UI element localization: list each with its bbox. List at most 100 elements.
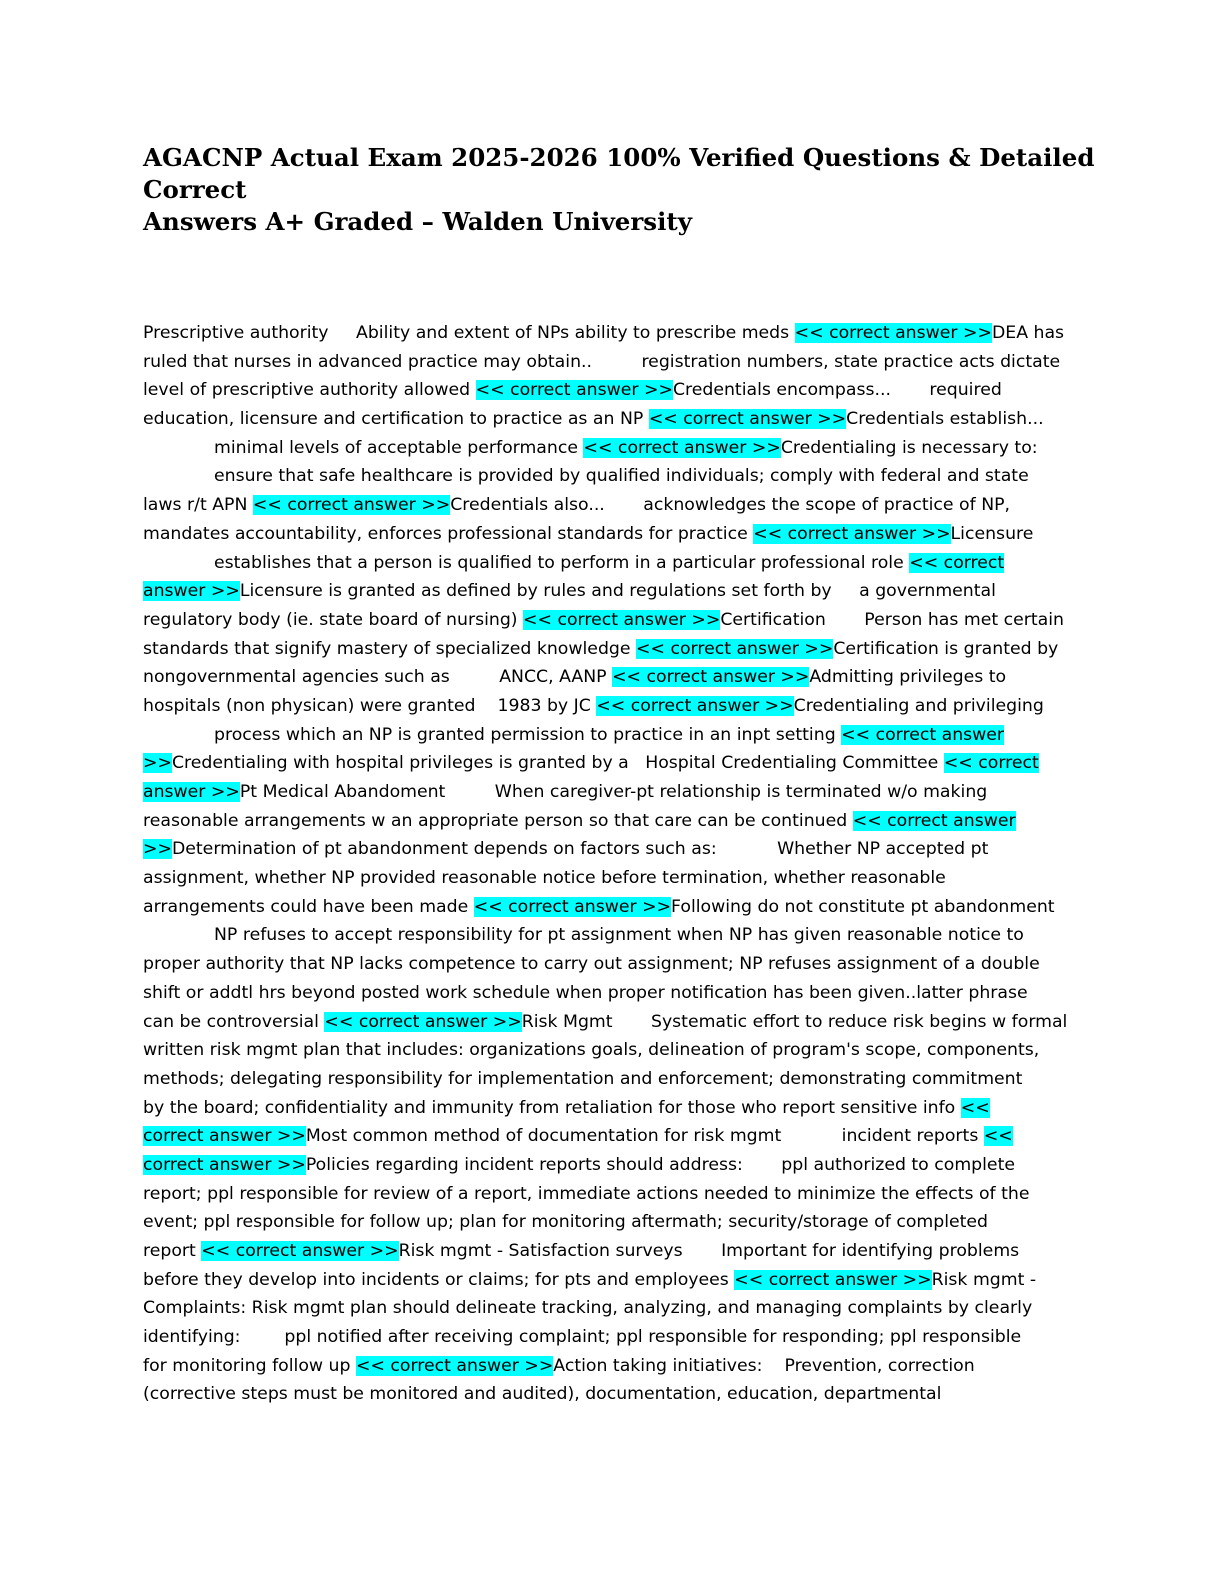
text-segment: regulatory body (ie. state board of nurs… xyxy=(143,609,524,630)
answer-highlight: << correct answer >> xyxy=(596,695,794,716)
text-line: minimal levels of acceptable performance… xyxy=(143,434,1093,463)
text-line: can be controversial << correct answer >… xyxy=(143,1008,1093,1037)
text-segment: Credentials establish... xyxy=(846,409,1044,430)
text-line: education, licensure and certification t… xyxy=(143,405,1093,434)
answer-highlight: answer >> xyxy=(143,782,240,802)
text-segment: Certification is granted by xyxy=(833,638,1059,659)
text-segment: Complaints: Risk mgmt plan should deline… xyxy=(143,1298,1033,1319)
text-segment: assignment, whether NP provided reasonab… xyxy=(143,868,946,889)
answer-highlight: << correct answer >> xyxy=(252,495,451,516)
text-segment: Risk Mgmt Systematic effort to reduce ri… xyxy=(521,1011,1068,1032)
title-line-2: Answers A+ Graded – Walden University xyxy=(143,207,692,236)
text-line: arrangements could have been made << cor… xyxy=(143,893,1093,922)
answer-highlight: << correct answer >> xyxy=(355,1355,554,1376)
text-segment: before they develop into incidents or cl… xyxy=(143,1269,735,1290)
text-line: assignment, whether NP provided reasonab… xyxy=(143,864,1093,893)
answer-highlight: << correct xyxy=(909,552,1005,573)
text-segment: education, licensure and certification t… xyxy=(143,409,649,430)
text-line: methods; delegating responsibility for i… xyxy=(143,1065,1093,1094)
answer-highlight: << correct answer >> xyxy=(648,409,847,430)
text-line: event; ppl responsible for follow up; pl… xyxy=(143,1208,1093,1237)
text-segment: report xyxy=(143,1241,202,1261)
answer-highlight: << correct answer >> xyxy=(201,1241,399,1261)
text-line: ruled that nurses in advanced practice m… xyxy=(143,348,1093,377)
text-segment: for monitoring follow up xyxy=(143,1355,356,1376)
text-line: identifying: ppl notified after receivin… xyxy=(143,1323,1093,1352)
text-line: Complaints: Risk mgmt plan should deline… xyxy=(143,1294,1093,1323)
answer-highlight: << correct answer xyxy=(841,724,1005,745)
text-segment: establishes that a person is qualified t… xyxy=(214,552,910,573)
text-segment: report; ppl responsible for review of a … xyxy=(143,1183,1030,1204)
text-segment: minimal levels of acceptable performance xyxy=(214,437,584,458)
text-line: proper authority that NP lacks competenc… xyxy=(143,950,1093,979)
text-line: report << correct answer >>Risk mgmt - S… xyxy=(143,1237,1093,1266)
text-line: shift or addtl hrs beyond posted work sc… xyxy=(143,979,1093,1008)
text-segment: Action taking initiatives: Prevention, c… xyxy=(553,1355,975,1376)
answer-highlight: << xyxy=(960,1097,990,1118)
text-segment: identifying: ppl notified after receivin… xyxy=(143,1327,1022,1348)
text-line: nongovernmental agencies such as ANCC, A… xyxy=(143,663,1093,692)
text-line: answer >>Licensure is granted as defined… xyxy=(143,577,1093,606)
text-line: correct answer >>Most common method of d… xyxy=(143,1122,1093,1151)
text-line: Prescriptive authority Ability and exten… xyxy=(143,319,1093,348)
text-segment: arrangements could have been made xyxy=(143,896,474,917)
text-line: correct answer >>Policies regarding inci… xyxy=(143,1151,1093,1180)
answer-highlight: << correct answer >> xyxy=(794,323,992,343)
text-segment: DEA has xyxy=(991,323,1065,343)
text-segment: Policies regarding incident reports shou… xyxy=(305,1154,1015,1175)
text-line: reasonable arrangements w an appropriate… xyxy=(143,807,1093,836)
text-segment: Most common method of documentation for … xyxy=(305,1126,984,1147)
text-line: hospitals (non physican) were granted 19… xyxy=(143,692,1093,721)
text-segment: Certification Person has met certain xyxy=(720,609,1064,630)
answer-highlight: << correct answer >> xyxy=(734,1269,932,1290)
text-segment: Credentialing is necessary to: xyxy=(780,437,1038,458)
text-line: by the board; confidentiality and immuni… xyxy=(143,1094,1093,1123)
text-line: level of prescriptive authority allowed … xyxy=(143,376,1093,405)
text-segment: standards that signify mastery of specia… xyxy=(143,638,637,659)
text-line: process which an NP is granted permissio… xyxy=(143,721,1093,750)
text-segment: hospitals (non physican) were granted 19… xyxy=(143,695,597,716)
text-line: establishes that a person is qualified t… xyxy=(143,549,1093,578)
answer-highlight: << correct xyxy=(943,753,1039,774)
text-segment: ensure that safe healthcare is provided … xyxy=(214,466,1029,487)
answer-highlight: >> xyxy=(143,839,172,860)
answer-highlight: << correct answer >> xyxy=(753,523,951,544)
text-line: ensure that safe healthcare is provided … xyxy=(143,462,1093,491)
text-line: for monitoring follow up << correct answ… xyxy=(143,1352,1093,1381)
text-line: answer >>Pt Medical Abandoment When care… xyxy=(143,778,1093,807)
text-segment: Credentials encompass... required xyxy=(672,380,1002,401)
text-segment: Prescriptive authority Ability and exten… xyxy=(143,323,795,343)
text-segment: process which an NP is granted permissio… xyxy=(214,724,842,745)
text-segment: shift or addtl hrs beyond posted work sc… xyxy=(143,982,1028,1003)
text-segment: methods; delegating responsibility for i… xyxy=(143,1068,1023,1089)
text-segment: Determination of pt abandonment depends … xyxy=(171,839,989,860)
text-segment: proper authority that NP lacks competenc… xyxy=(143,954,1040,975)
text-line: NP refuses to accept responsibility for … xyxy=(143,921,1093,950)
text-segment: NP refuses to accept responsibility for … xyxy=(214,925,1024,946)
title-line-1: AGACNP Actual Exam 2025-2026 100% Verifi… xyxy=(143,143,1095,204)
answer-highlight: << correct answer xyxy=(852,810,1016,831)
text-line: (corrective steps must be monitored and … xyxy=(143,1380,1093,1409)
text-segment: can be controversial xyxy=(143,1011,325,1032)
text-segment: event; ppl responsible for follow up; pl… xyxy=(143,1212,989,1233)
answer-highlight: correct answer >> xyxy=(143,1126,306,1147)
text-segment: nongovernmental agencies such as ANCC, A… xyxy=(143,667,613,688)
answer-highlight: correct answer >> xyxy=(143,1154,306,1175)
answer-highlight: << xyxy=(983,1126,1013,1147)
text-segment: mandates accountability, enforces profes… xyxy=(143,523,754,544)
answer-highlight: << correct answer >> xyxy=(612,667,810,688)
document-title: AGACNP Actual Exam 2025-2026 100% Verifi… xyxy=(143,142,1103,238)
answer-highlight: << correct answer >> xyxy=(473,896,672,917)
answer-highlight: << correct answer >> xyxy=(636,638,834,659)
text-line: >>Credentialing with hospital privileges… xyxy=(143,749,1093,778)
answer-highlight: << correct answer >> xyxy=(523,609,721,630)
text-line: written risk mgmt plan that includes: or… xyxy=(143,1036,1093,1065)
text-segment: Credentialing and privileging xyxy=(793,695,1044,716)
answer-highlight: << correct answer >> xyxy=(324,1011,522,1032)
answer-highlight: >> xyxy=(143,753,172,774)
text-segment: Credentialing with hospital privileges i… xyxy=(171,753,944,774)
text-line: regulatory body (ie. state board of nurs… xyxy=(143,606,1093,635)
text-segment: written risk mgmt plan that includes: or… xyxy=(143,1040,1040,1061)
text-segment: laws r/t APN xyxy=(143,495,253,516)
